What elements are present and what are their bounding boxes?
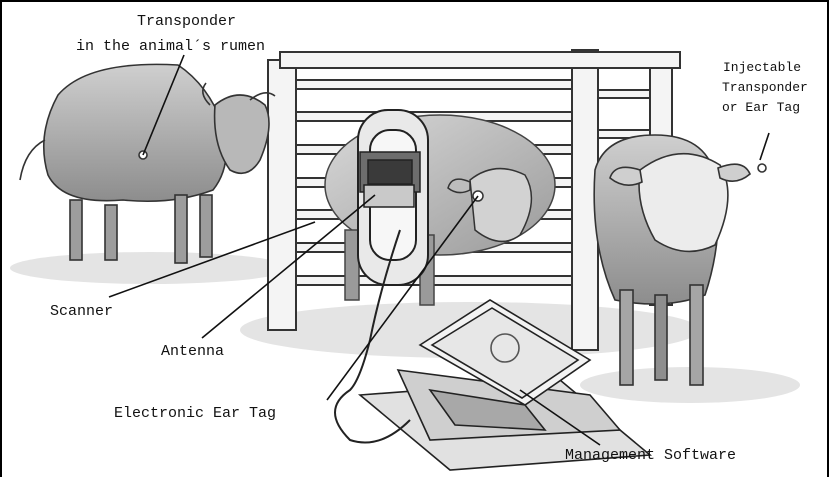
label-antenna: Antenna — [161, 342, 224, 361]
label-rumen-transponder-line1: Transponder — [137, 12, 236, 31]
label-scanner: Scanner — [50, 302, 113, 321]
label-rumen-transponder-line2: in the animal´s rumen — [76, 37, 265, 56]
label-injectable-line2: Transponder — [722, 78, 808, 98]
scanner-device — [360, 152, 420, 207]
label-management-software: Management Software — [565, 446, 736, 465]
label-injectable-line1: Injectable — [723, 58, 801, 78]
label-electronic-ear-tag: Electronic Ear Tag — [114, 404, 276, 423]
label-injectable-line3: or Ear Tag — [722, 98, 800, 118]
right-cow — [594, 135, 766, 385]
left-cow — [20, 64, 275, 263]
